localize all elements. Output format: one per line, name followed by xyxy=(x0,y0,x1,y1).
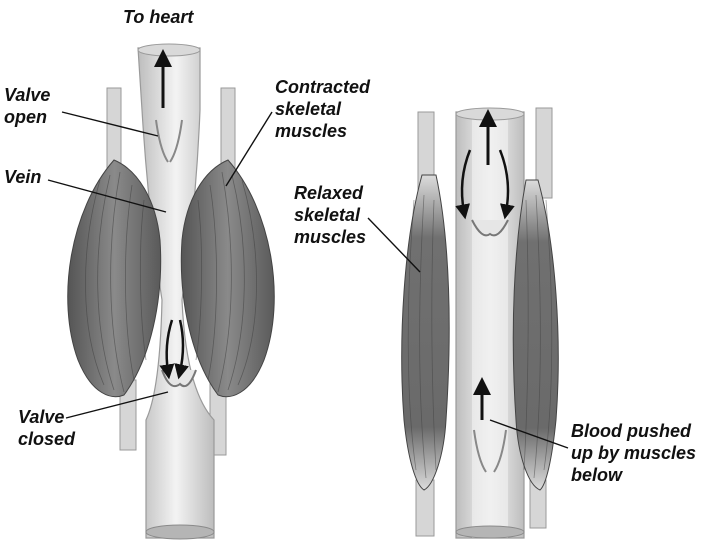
left-assembly xyxy=(68,44,275,539)
label-valve-open: Valve open xyxy=(4,84,50,128)
label-line: Contracted xyxy=(275,76,370,98)
vein-opening xyxy=(456,526,524,538)
label-line: up by muscles xyxy=(571,442,696,464)
label-relaxed-muscles: Relaxed skeletal muscles xyxy=(294,182,366,248)
label-line: open xyxy=(4,106,50,128)
vein-opening xyxy=(138,44,200,56)
label-to-heart: To heart xyxy=(123,6,193,28)
label-line: Valve xyxy=(18,406,75,428)
label-line: muscles xyxy=(294,226,366,248)
contracted-muscle xyxy=(68,160,161,397)
label-vein: Vein xyxy=(4,166,41,188)
label-line: skeletal xyxy=(275,98,370,120)
label-line: Blood pushed xyxy=(571,420,696,442)
relaxed-muscle xyxy=(402,175,449,490)
label-line: Relaxed xyxy=(294,182,366,204)
label-contracted-muscles: Contracted skeletal muscles xyxy=(275,76,370,142)
vein-opening xyxy=(146,525,214,539)
label-line: closed xyxy=(18,428,75,450)
label-line: muscles xyxy=(275,120,370,142)
vein-lumen xyxy=(472,112,508,538)
vein-opening xyxy=(456,108,524,120)
contracted-muscle xyxy=(181,160,274,397)
label-line: skeletal xyxy=(294,204,366,226)
label-blood-pushed: Blood pushed up by muscles below xyxy=(571,420,696,486)
label-line: Valve xyxy=(4,84,50,106)
right-assembly xyxy=(402,108,559,538)
label-line: below xyxy=(571,464,696,486)
label-valve-closed: Valve closed xyxy=(18,406,75,450)
